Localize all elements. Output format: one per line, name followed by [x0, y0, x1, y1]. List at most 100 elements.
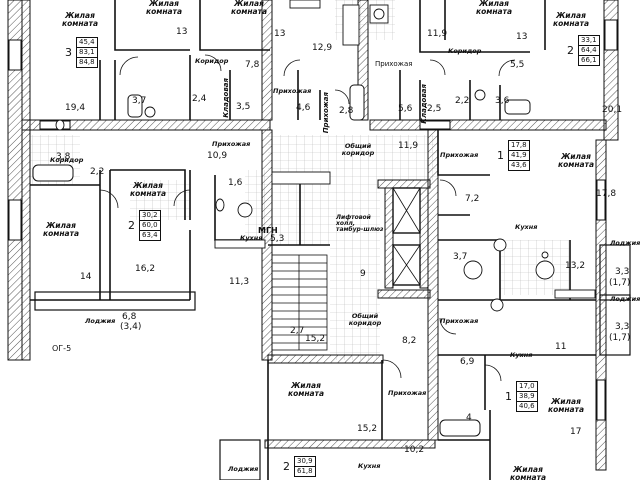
room-label-hallway: Прихожая	[440, 151, 479, 159]
room-area: 3,3	[615, 267, 630, 277]
apartment-info-w: 2 30,2 60,0 63,4	[128, 210, 161, 241]
room-label-kitchen: Кухня	[240, 234, 263, 242]
room-label-kitchen: Кухня	[515, 223, 538, 231]
room-label-kitchen: Кухня	[510, 351, 533, 359]
room-area: 2,4	[192, 94, 207, 104]
apartment-area-living: 30,9	[294, 456, 316, 467]
room-area: 9	[360, 269, 366, 279]
loggias	[34, 244, 631, 480]
room-label-loggia: Лоджия	[85, 317, 116, 325]
room-label-living: Жилая комната	[557, 152, 595, 169]
apartment-area-total: 83,1	[76, 47, 98, 58]
apartment-rooms-count: 2	[283, 460, 290, 473]
staircase	[271, 254, 328, 351]
room-label-living: Жилая комната	[547, 397, 585, 414]
room-label-corridor: Коридор	[448, 47, 482, 55]
room-label-kitchen: Кухня	[358, 462, 381, 470]
room-area: 3,7	[453, 252, 468, 262]
fixtures	[55, 0, 555, 312]
room-label-loggia: Лоджия	[228, 465, 259, 473]
room-label-mgn: МГН	[258, 226, 278, 235]
apartment-area-total: 41,9	[508, 150, 530, 161]
room-label-living: Жилая комната	[552, 11, 590, 28]
room-area: 11	[555, 342, 567, 352]
room-label-living: Жилая комната	[145, 0, 183, 16]
room-area: (1,7)	[609, 278, 631, 288]
room-area: 17,8	[596, 189, 617, 199]
room-area: 2,2	[455, 96, 470, 106]
room-label-living: Жилая комната	[230, 0, 268, 16]
apartment-area-living: 45,4	[76, 37, 98, 48]
room-label-hallway: Прихожая	[375, 60, 413, 68]
room-area: 11,9	[427, 29, 448, 39]
room-area: 7,8	[245, 60, 260, 70]
room-label-pantry: Кладовая	[222, 78, 230, 118]
room-label-corridor: Коридор	[195, 57, 229, 65]
apartment-area-total: 38,9	[516, 391, 538, 402]
room-area: 7,2	[465, 194, 480, 204]
room-label-common-corridor: Общий коридор	[341, 142, 375, 157]
room-area: (3,4)	[120, 322, 142, 332]
room-area: 6,9	[460, 357, 475, 367]
apartment-rooms-count: 2	[567, 44, 574, 57]
room-label-loggia: Лоджия	[610, 295, 640, 303]
doors	[99, 54, 516, 382]
room-area: 15,2	[357, 424, 378, 434]
room-label-hallway: Прихожая	[273, 87, 312, 95]
floor-marker: ОГ-5	[52, 344, 72, 353]
room-area: 3,8	[56, 152, 71, 162]
room-area: 6,8	[122, 312, 137, 322]
apartment-area-total: 64,4	[578, 45, 600, 56]
apartment-rooms-count: 1	[497, 149, 504, 162]
elevator-shafts	[392, 187, 421, 286]
apartment-area-total: 60,0	[139, 220, 161, 231]
apartment-area-with-loggia: 40,6	[516, 401, 538, 412]
apartment-area-with-loggia: 63,4	[139, 230, 161, 241]
apartment-area-living: 30,2	[139, 210, 161, 221]
bathtubs	[32, 84, 531, 437]
room-area: 19,4	[65, 103, 86, 113]
room-area: 8,2	[402, 336, 417, 346]
room-area: 12,9	[312, 43, 333, 53]
room-area: 5,6	[398, 104, 413, 114]
room-area: 20,1	[602, 105, 623, 115]
room-label-living: Жилая комната	[42, 221, 80, 238]
room-area: 2,7	[290, 326, 305, 336]
room-area: 2,8	[339, 106, 354, 116]
room-area: 2,2	[90, 167, 105, 177]
room-label-hallway-vertical: Прихожая	[322, 92, 330, 134]
room-label-elevator-hall: Лифтовой холл, тамбур-шлюз	[336, 214, 384, 233]
apartment-area-living: 33,1	[578, 35, 600, 46]
room-area: 3,3	[615, 322, 630, 332]
central-corridor-floor	[330, 175, 380, 360]
room-area: 15,2	[305, 334, 326, 344]
room-label-hallway: Прихожая	[440, 317, 479, 325]
room-area: 13	[516, 32, 528, 42]
room-label-living: Жилая комната	[287, 381, 325, 398]
room-area: 3,6	[495, 96, 510, 106]
apartment-area-with-loggia: 66,1	[578, 55, 600, 66]
room-area: (1,7)	[609, 333, 631, 343]
room-area: 14	[80, 272, 92, 282]
kitchen-counters	[214, 171, 596, 299]
room-label-corridor: Коридор	[50, 156, 84, 164]
room-label-living: Жилая комната	[129, 181, 167, 198]
room-area: 11,9	[398, 141, 419, 151]
room-area: 17	[570, 427, 582, 437]
room-label-living: Жилая комната	[475, 0, 513, 16]
room-area: 10,9	[207, 151, 228, 161]
apartment-rooms-count: 1	[505, 390, 512, 403]
room-label-common-corridor: Общий коридор	[348, 312, 382, 327]
room-area: 3,7	[132, 96, 147, 106]
room-area: 10,2	[404, 445, 425, 455]
room-area: 5,5	[510, 60, 525, 70]
apartment-info-nw: 3 45,4 83,1 84,8	[65, 37, 98, 68]
room-label-living: Жилая комната	[509, 465, 547, 480]
apartment-area-with-loggia: 84,8	[76, 57, 98, 68]
apartment-info-s: 2 30,9 61,8	[283, 456, 316, 477]
room-label-hallway: Прихожая	[212, 140, 251, 148]
apartment-area-living: 17,8	[508, 140, 530, 151]
room-area: 13	[274, 29, 286, 39]
